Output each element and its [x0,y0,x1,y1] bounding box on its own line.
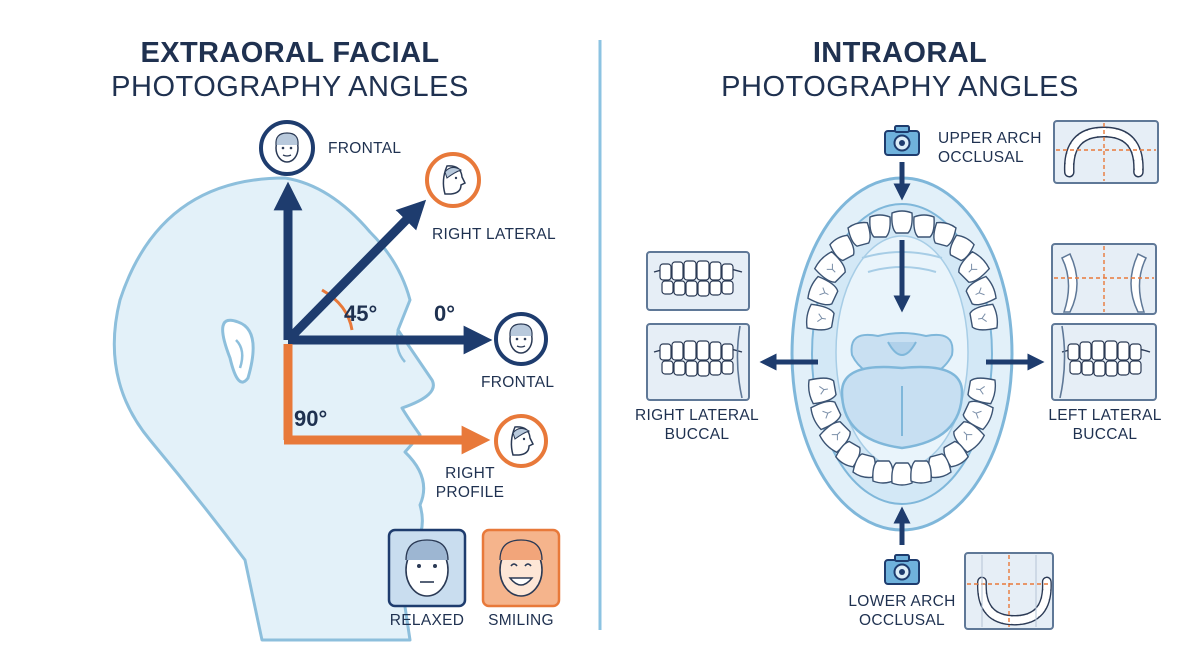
buccal-view-thumbnail-icon [1051,323,1157,401]
right-buccal-top-thumbnail-icon [646,251,750,311]
label-right-profile-line1: RIGHT [445,465,495,482]
label-lower-arch-line1: LOWER ARCH [848,593,956,610]
head-silhouette [112,176,435,642]
label-upper-arch-line2: OCCLUSAL [938,149,1024,166]
camera-lower-icon [884,554,920,585]
label-relaxed: RELAXED [389,612,465,629]
extraoral-title-line1: EXTRAORAL FACIAL [140,37,440,69]
label-right-lateral-buccal-line2: BUCCAL [664,426,730,443]
intraoral-title-line2: PHOTOGRAPHY ANGLES [721,71,1079,103]
face-profile-icon [494,414,548,468]
left-buccal-top-thumbnail-icon [1051,243,1157,315]
face-lateral-icon [425,152,481,208]
camera-icon [884,125,920,156]
label-upper-arch-line1: UPPER ARCH [938,130,1042,147]
upper-arch-thumbnail-icon [1053,120,1159,184]
label-right-lateral: RIGHT LATERAL [432,226,556,243]
right-buccal-thumbnail-icon [646,323,750,401]
face-frontal-icon [259,120,315,176]
smiling-face-icon [481,528,561,608]
label-angle-90: 90° [294,406,328,431]
label-left-lateral-buccal-line2: BUCCAL [1072,426,1138,443]
label-left-lateral-buccal-line1: LEFT LATERAL [1048,407,1162,424]
lower-arch-thumbnail-icon [964,552,1054,630]
label-right-lateral-buccal-line1: RIGHT LATERAL [635,407,759,424]
intraoral-title-line1: INTRAORAL [812,37,988,69]
label-lower-arch-line2: OCCLUSAL [859,612,945,629]
lateral-45-arrow [284,199,427,344]
relaxed-face-icon [387,528,467,608]
label-frontal-top: FRONTAL [328,140,402,157]
label-frontal-side: FRONTAL [481,374,555,391]
label-smiling: SMILING [488,612,554,629]
label-right-profile-line2: PROFILE [435,484,505,501]
face-frontal-side-icon [494,312,548,366]
label-angle-0: 0° [434,301,456,326]
label-angle-45: 45° [344,301,378,326]
angle-arc [321,288,354,331]
extraoral-title-line2: PHOTOGRAPHY ANGLES [111,71,469,103]
